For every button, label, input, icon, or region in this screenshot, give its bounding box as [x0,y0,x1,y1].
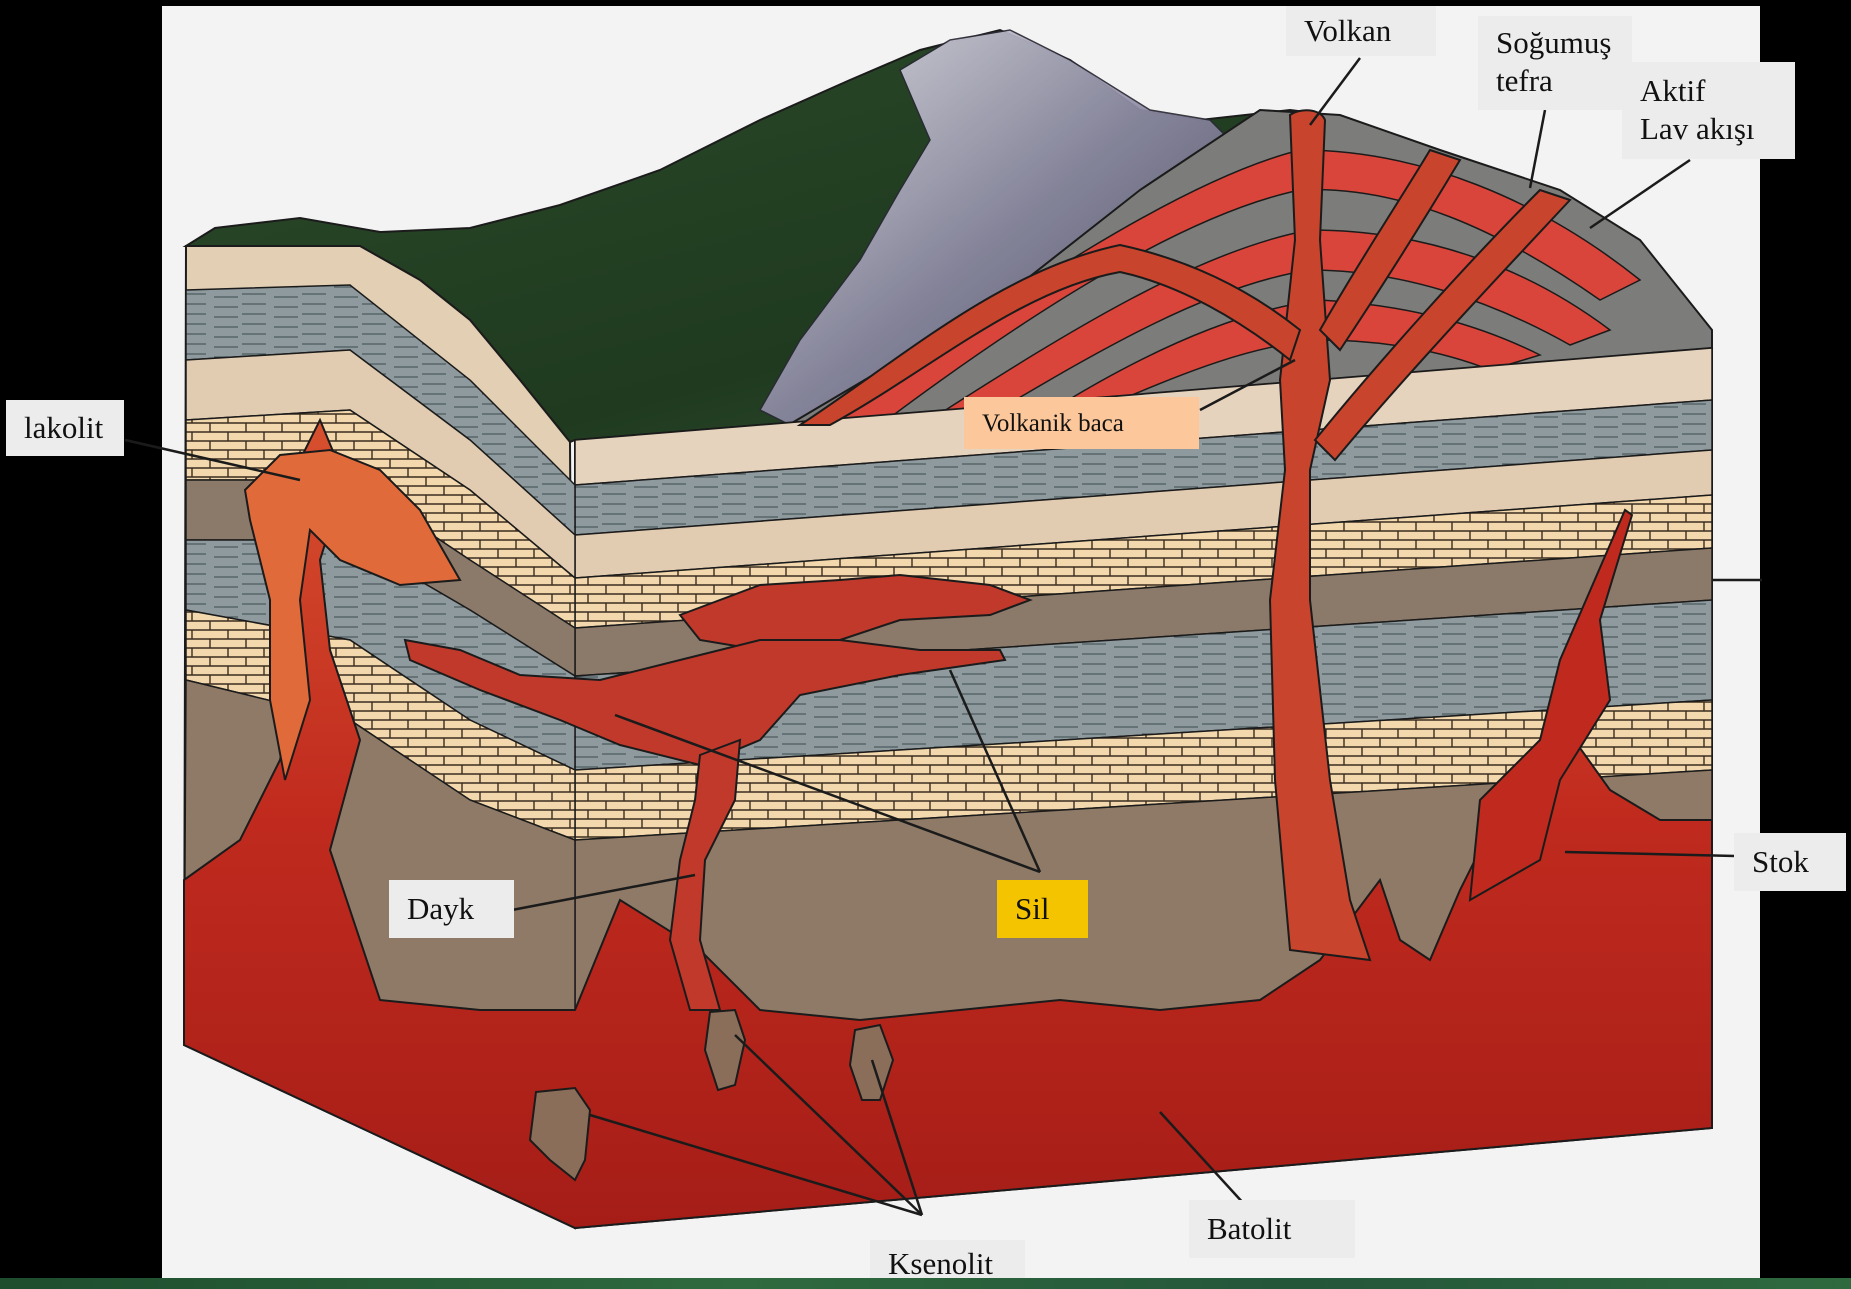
label-batolit: Batolit [1189,1200,1355,1258]
label-stok: Stok [1734,833,1846,891]
label-volkanik-baca: Volkanik baca [964,397,1199,449]
label-sil: Sil [997,880,1088,938]
label-aktif-lav-akisi: Aktif Lav akışı [1622,62,1795,159]
bottom-bar [0,1278,1851,1289]
label-volkan: Volkan [1286,6,1436,56]
label-lakolit: lakolit [6,400,124,456]
label-dayk: Dayk [389,880,514,938]
label-sogumus-tefra: Soğumuş tefra [1478,16,1632,110]
